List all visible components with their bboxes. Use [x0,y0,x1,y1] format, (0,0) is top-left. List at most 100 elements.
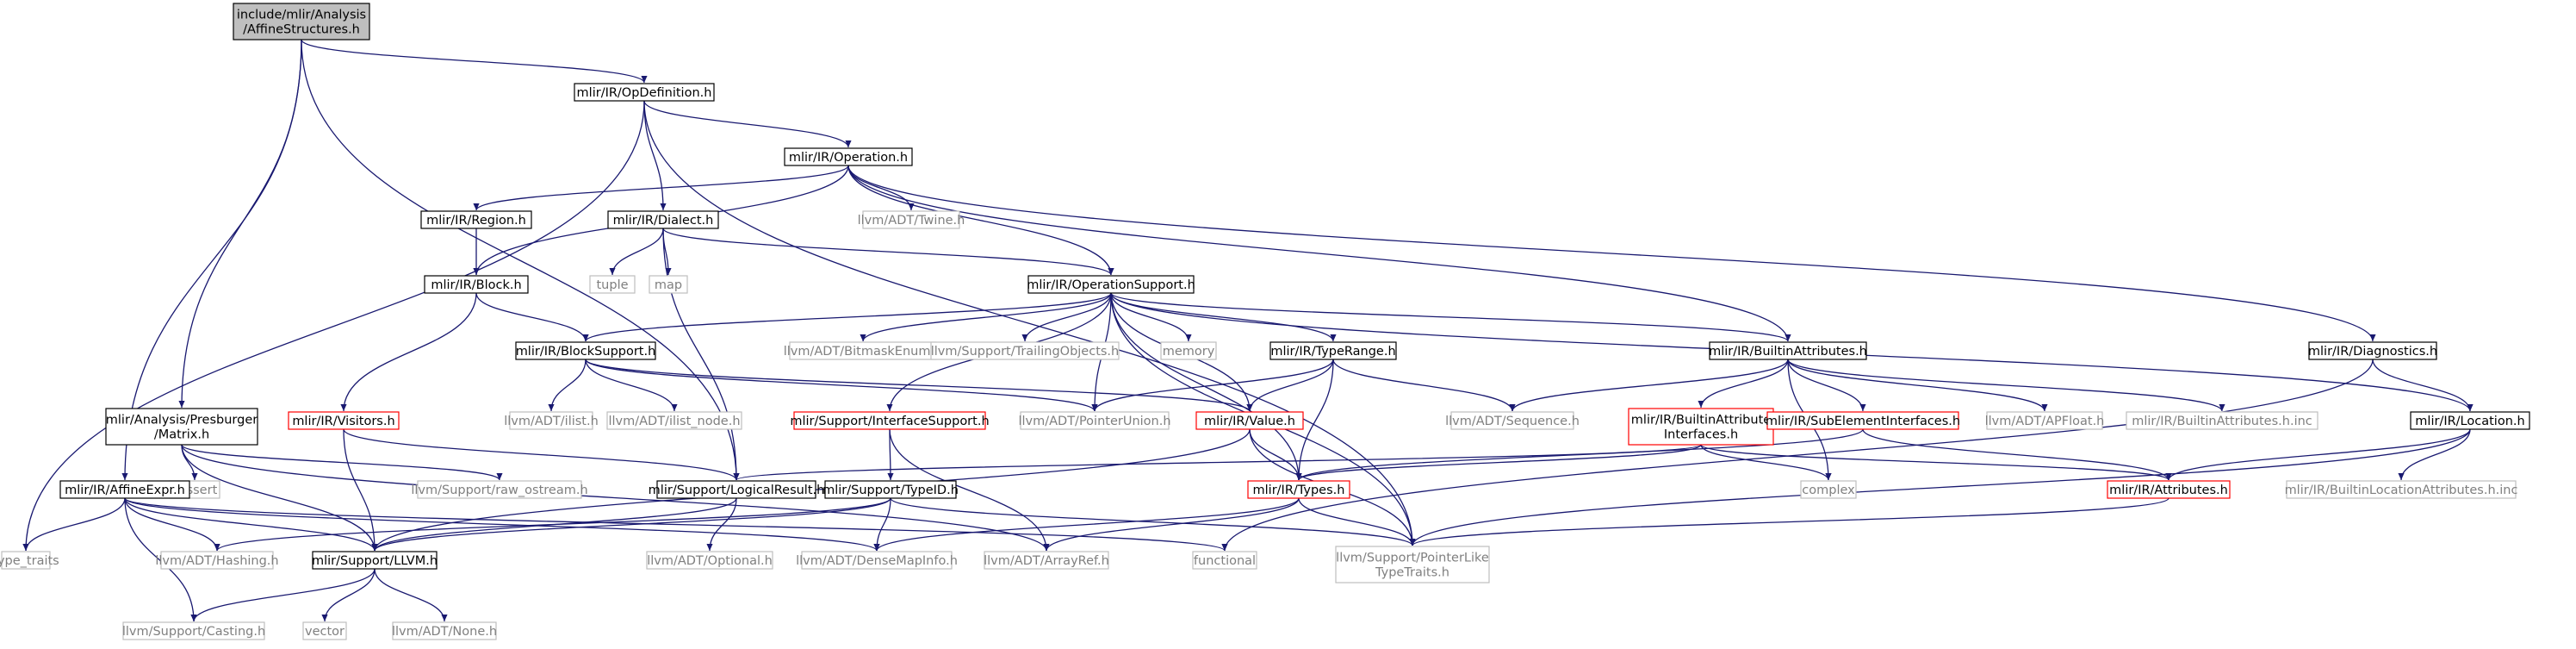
node-diagnostics[interactable]: mlir/IR/Diagnostics.h [2308,341,2437,360]
edge-diagnostics-to-location [2372,359,2474,412]
node-label: TypeTraits.h [1375,566,1449,580]
node-box [2286,480,2517,499]
edge-line [374,568,448,622]
edge-line [343,428,378,552]
edge-affineexpr-to-hashing [124,497,220,552]
edge-line [1295,428,1864,481]
node-affineexpr[interactable]: mlir/IR/AffineExpr.h [59,480,190,499]
edge-dialect-to-tuple [609,228,664,276]
edge-line [1221,359,2374,552]
edge-typeid-to-densemapinfo [873,497,891,552]
node-label: memory [1163,345,1215,359]
edge-builtinattrifaces-to-logicalresult [733,444,1702,481]
node-box [420,210,532,229]
node-label: vector [305,625,345,639]
node-hashing: llvm/ADT/Hashing.h [155,551,279,570]
edge-line [301,39,740,481]
edge-opsupport-to-memory [1110,292,1192,342]
edge-root-to-opdef [301,39,648,84]
edge-affineexpr-to-functional [124,497,1228,552]
node-opdef[interactable]: mlir/IR/OpDefinition.h [574,83,715,102]
node-label: mlir/IR/Types.h [1253,484,1345,497]
edge-line [873,497,1300,552]
node-attributes[interactable]: mlir/IR/Attributes.h [2107,480,2231,499]
node-typerange[interactable]: mlir/IR/TypeRange.h [1269,341,1397,360]
node-box [302,621,347,640]
edge-line [609,228,664,276]
edge-line [1409,497,2169,546]
edge-line [847,165,1114,276]
node-subelem[interactable]: mlir/IR/SubElementInterfaces.h [1766,411,1960,430]
node-box [312,551,438,570]
node-presburger[interactable]: mlir/Analysis/Presburger/Matrix.h [105,408,258,446]
node-root[interactable]: include/mlir/Analysis/AffineStructures.h [233,3,370,41]
node-box [424,275,529,294]
edge-block-to-visitors [340,292,477,412]
node-typeid[interactable]: mlir/Support/TypeID.h [822,480,959,499]
edge-line [585,359,1253,412]
edge-line [214,497,891,552]
node-opsupport[interactable]: mlir/IR/OperationSupport.h [1027,275,1195,294]
edge-opdef-to-typetraits [22,100,645,552]
edge-line [733,444,1702,481]
node-box [417,480,582,499]
node-label: complex [1802,484,1855,497]
node-label: mlir/IR/Attributes.h [2109,484,2228,497]
node-value[interactable]: mlir/IR/Value.h [1195,411,1304,430]
node-label: llvm/ADT/None.h [392,625,497,639]
edge-opdef-to-operation [643,100,852,148]
node-visitors[interactable]: mlir/IR/Visitors.h [288,411,400,430]
edge-line [662,228,740,481]
edge-line [873,497,891,552]
node-dialect[interactable]: mlir/IR/Dialect.h [607,210,719,229]
edge-operation-to-twine [847,165,915,211]
node-builtinattrsinc: mlir/IR/BuiltinAttributes.h.inc [2126,411,2318,430]
node-box [1247,480,1350,499]
node-region[interactable]: mlir/IR/Region.h [420,210,532,229]
edge-line [124,497,197,622]
node-label: mlir/IR/Block.h [431,278,521,292]
edge-typerange-to-value [1246,359,1334,412]
edge-builtinattrs-to-sequence [1509,359,1789,412]
node-box [784,147,913,166]
edge-line [22,100,645,552]
node-apfloat: llvm/ADT/APFloat.h [1985,411,2104,430]
node-box [801,551,953,570]
node-box [509,411,593,430]
node-builtinattrs[interactable]: mlir/IR/BuiltinAttributes.h [1709,341,1867,360]
node-label: type_traits [0,554,59,568]
node-label: mlir/IR/TypeRange.h [1270,345,1395,359]
node-label: mlir/IR/Visitors.h [292,415,394,428]
edge-line [121,39,302,481]
node-blocksupport[interactable]: mlir/IR/BlockSupport.h [515,341,656,360]
node-location[interactable]: mlir/IR/Location.h [2410,411,2530,430]
edge-typerange-to-ptrunion [1091,359,1334,412]
node-label: llvm/Support/TrailingObjects.h [931,345,1119,359]
node-complex: complex [1800,480,1857,499]
node-label: llvm/ADT/PointerUnion.h [1018,415,1170,428]
node-ilist: llvm/ADT/ilist.h [504,411,599,430]
node-label: tuple [596,278,628,292]
edge-builtinattrifaces-to-types [1295,444,1702,481]
edge-visitors-to-llvm [343,428,378,552]
node-box [656,480,816,499]
edge-logicalresult-to-optional [706,497,737,552]
node-types[interactable]: mlir/IR/Types.h [1247,480,1350,499]
edge-types-to-arrayref [1043,497,1300,552]
node-ifacesupport[interactable]: mlir/Support/InterfaceSupport.h [790,411,990,430]
edge-line [1295,444,1702,481]
edge-line [582,292,1112,342]
edge-typeid-to-ptrliketypetraits [890,497,1416,546]
node-label: mlir/IR/SubElementInterfaces.h [1766,415,1960,428]
node-box [2126,411,2318,430]
node-block[interactable]: mlir/IR/Block.h [424,275,529,294]
edge-line [847,165,915,211]
node-logicalresult[interactable]: mlir/Support/LogicalResult.h [649,480,825,499]
node-llvm[interactable]: mlir/Support/LLVM.h [312,551,438,570]
edge-llvm-to-casting [190,568,376,622]
node-operation[interactable]: mlir/IR/Operation.h [784,147,913,166]
node-box [1335,546,1490,583]
node-label: /Matrix.h [154,428,209,442]
edge-line [548,359,587,412]
